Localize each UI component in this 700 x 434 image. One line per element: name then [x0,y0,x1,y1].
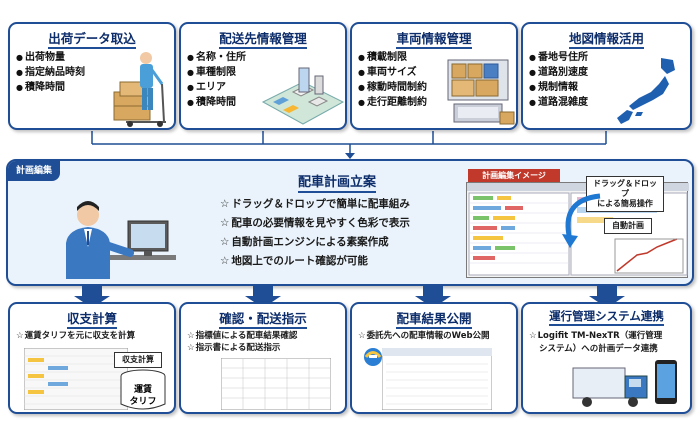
bullet-item: 委託先への配車情報のWeb公開 [358,330,490,342]
box-title: 確認・配送指示 [181,308,345,329]
bullet-item: 走行距離制約 [358,95,427,110]
feature-item: 地図上でのルート確認が可能 [220,252,410,271]
feature-item: ドラッグ＆ドロップで簡単に配車組み [220,195,410,214]
bullet-item: 出荷物量 [16,50,85,65]
box-map-info: 地図情報活用 番地号住所 道路別速度 規制情報 道路混雑度 [521,22,692,130]
planning-feature-list: ドラッグ＆ドロップで簡単に配車組み 配車の必要情報を見やすく色彩で表示 自動計画… [220,195,410,271]
browser-icon [364,348,382,366]
box-confirm-delivery: 確認・配送指示 指標値による配車結果確認 指示書による配送指示 [179,302,347,414]
feature-item: 配車の必要情報を見やすく色彩で表示 [220,214,410,233]
truck-and-phone-illustration [572,360,677,407]
box-title: 配送先情報管理 [181,28,345,49]
box-title: 運行管理システム連携 [523,308,690,326]
japan-map-illustration [617,58,675,124]
bullet-item: 積降時間 [187,95,246,110]
bullet-item: 規制情報 [529,80,588,95]
planning-tag: 計画編集 [8,161,60,181]
bullet-list: 番地号住所 道路別速度 規制情報 道路混雑度 [529,50,588,110]
bullet-list: 指標値による配車結果確認 指示書による配送指示 [187,330,298,354]
bullet-item: 積降時間 [16,80,85,95]
bullet-list: 名称・住所 車種制限 エリア 積降時間 [187,50,246,110]
planning-panel: 計画編集 配車計画立案 ドラッグ＆ドロップで簡単に配車組み 配車の必要情報を見や… [6,159,694,286]
bullet-list: 積載制限 車両サイズ 稼動時間制約 走行距離制約 [358,50,427,110]
svg-text:タリフ: タリフ [129,395,156,407]
bullet-item: エリア [187,80,246,95]
bullet-item: 番地号住所 [529,50,588,65]
bullet-list: 委託先への配車情報のWeb公開 [358,330,490,342]
tariff-cylinder-icon: 運賃 タリフ [120,369,166,410]
bullet-item: 車種制限 [187,65,246,80]
feature-item: 自動計画エンジンによる素案作成 [220,233,410,252]
box-title: 収支計算 [10,308,174,329]
worker-with-boxes-illustration [113,52,166,127]
box-ops-system-link: 運行管理システム連携 Logifit TM-NexTR（運行管理 システム）への… [521,302,692,414]
bullet-list: Logifit TM-NexTR（運行管理 [529,330,663,342]
planning-title: 配車計画立案 [298,171,377,193]
svg-text:運賃: 運賃 [134,383,152,395]
bullet-item: 道路混雑度 [529,95,588,110]
bullet-item: 指標値による配車結果確認 [187,330,298,342]
auto-plan-callout: 自動計画 [604,218,652,234]
bullet-item: 稼動時間制約 [358,80,427,95]
bullet-list: 出荷物量 指定納品時刻 積降時間 [16,50,85,95]
box-title: 車両情報管理 [352,28,516,49]
operator-at-desk-illustration [66,201,176,279]
bullet-item: 道路別速度 [529,65,588,80]
bullet-list: 運賃タリフを元に収支を計算 [16,330,136,342]
truck-cargo-illustration [447,59,515,125]
bullet-item: 積載制限 [358,50,427,65]
screen-image-label: 計画編集イメージ [468,169,560,182]
bullet-item: 名称・住所 [187,50,246,65]
box-publish-results: 配車結果公開 委託先への配車情報のWeb公開 [350,302,518,414]
town-map-illustration [261,67,345,125]
box-shipment-import: 出荷データ取込 出荷物量 指定納品時刻 積降時間 [8,22,176,130]
box-title: 出荷データ取込 [10,28,174,49]
box-vehicle-info: 車両情報管理 積載制限 車両サイズ 稼動時間制約 走行距離制約 [350,22,518,130]
instruction-sheet-illustration [221,358,331,410]
bullet-item: 指定納品時刻 [16,65,85,80]
box-title: 配車結果公開 [352,308,516,329]
bullet-item: 車両サイズ [358,65,427,80]
bullet-item: 指示書による配送指示 [187,342,297,354]
bullet-item: Logifit TM-NexTR（運行管理 [529,330,663,342]
box-profit-calc: 収支計算 運賃タリフを元に収支を計算 収支計算 運賃 タリフ [8,302,176,414]
spreadsheet-illustration [24,348,128,410]
web-page-illustration [382,348,492,410]
box-title: 地図情報活用 [523,28,690,49]
box-destination-info: 配送先情報管理 名称・住所 車種制限 エリア 積降時間 [179,22,347,130]
profit-calc-sublabel: 収支計算 [114,352,162,368]
bullet-item: 運賃タリフを元に収支を計算 [16,330,136,342]
curved-arrow-icon [562,193,601,248]
bullet-item-continuation: システム）への計画データ連携 [539,344,658,354]
